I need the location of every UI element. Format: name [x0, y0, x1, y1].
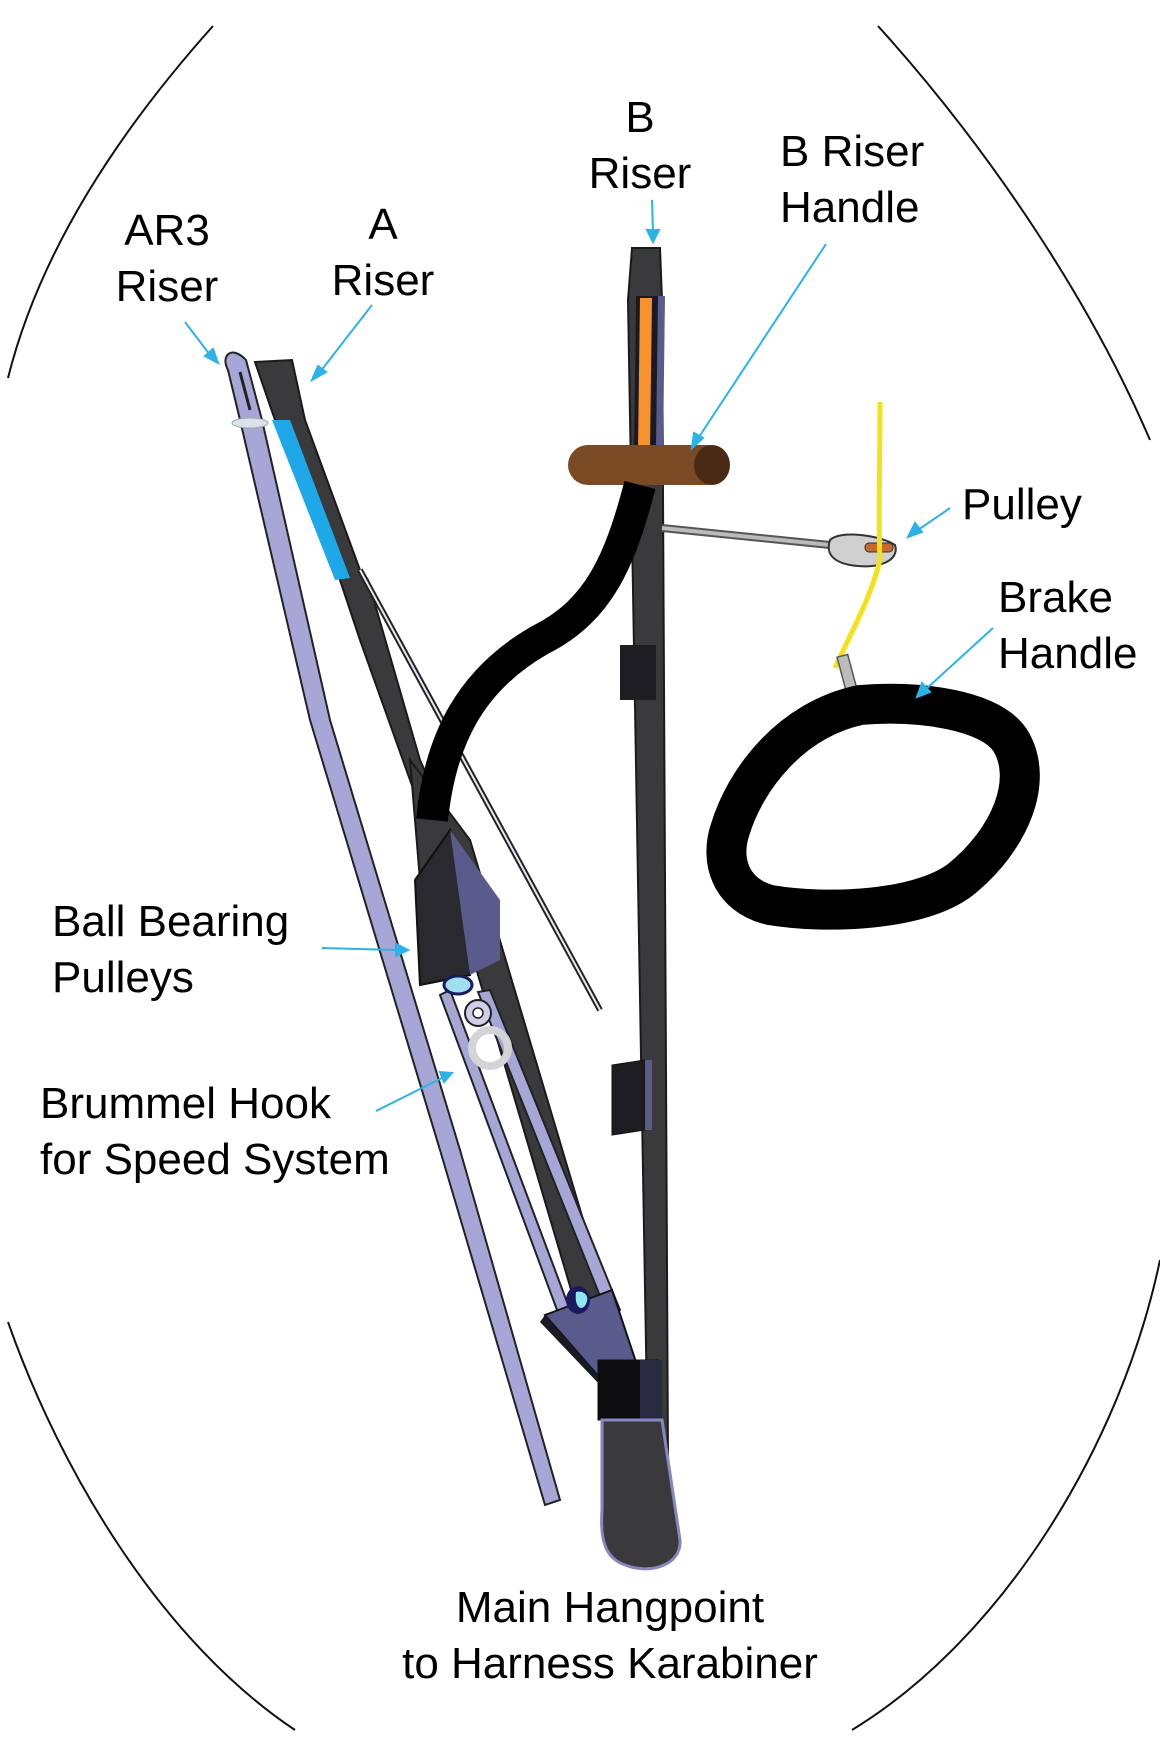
label-brake-handle: Brake Handle — [998, 570, 1137, 682]
label-main-hangpoint-line-2: to Harness Karabiner — [402, 1639, 818, 1688]
label-ar3-riser-line-1: AR3 — [124, 206, 210, 255]
label-a-riser-line-2: Riser — [331, 256, 435, 305]
label-b-riser: B Riser — [575, 90, 705, 202]
label-ball-bearing-pulleys-line-1: Ball Bearing — [52, 897, 290, 946]
arrow-brummel-hook — [375, 1070, 455, 1112]
label-main-hangpoint-line-1: Main Hangpoint — [455, 1583, 765, 1632]
brummel-hook-shape — [468, 1026, 512, 1070]
arrow-b-riser — [645, 199, 661, 245]
label-b-riser-handle-line-1: B Riser — [780, 127, 925, 176]
label-a-riser-line-1: A — [368, 200, 398, 249]
label-a-riser: A Riser — [318, 197, 448, 309]
frame-arc-top-left — [7, 25, 214, 379]
label-brummel-hook-line-2: for Speed System — [40, 1135, 390, 1184]
arrow-pulley — [905, 507, 951, 539]
pulley-shape — [661, 524, 897, 568]
label-b-riser-handle: B Riser Handle — [780, 124, 924, 236]
arrow-brake-handle — [915, 627, 994, 699]
label-pulley-line-1: Pulley — [962, 480, 1082, 529]
label-main-hangpoint: Main Hangpoint to Harness Karabiner — [360, 1580, 860, 1692]
label-ball-bearing-pulleys-line-2: Pulleys — [52, 953, 194, 1002]
frame-arc-top-right — [877, 25, 1151, 441]
label-ball-bearing-pulleys: Ball Bearing Pulleys — [52, 894, 289, 1006]
main-hangpoint-shape — [540, 1286, 682, 1571]
b-riser-shape — [611, 247, 670, 1464]
label-brummel-hook: Brummel Hook for Speed System — [40, 1076, 390, 1188]
brake-line — [832, 401, 883, 670]
b-riser-s-strap — [416, 480, 656, 822]
label-b-riser-handle-line-2: Handle — [780, 183, 920, 232]
label-brummel-hook-line-1: Brummel Hook — [40, 1079, 331, 1128]
label-b-riser-line-2: Riser — [588, 149, 692, 198]
brake-handle-shape — [706, 683, 1040, 930]
leader-arrows — [184, 199, 994, 1112]
label-brake-handle-line-1: Brake — [998, 573, 1113, 622]
frame-arc-bottom-right — [851, 1259, 1160, 1731]
arrow-ar3-riser — [184, 321, 220, 366]
label-b-riser-line-1: B — [625, 93, 655, 142]
arrow-ball-bearing-pulleys — [321, 942, 411, 958]
label-brake-handle-line-2: Handle — [998, 629, 1138, 678]
ball-bearing-pulleys-shape — [442, 974, 492, 1027]
arrow-b-riser-handle — [690, 243, 827, 451]
ar3-riser-shape — [224, 351, 562, 1507]
b-riser-handle-shape — [568, 445, 730, 485]
label-pulley: Pulley — [962, 477, 1082, 533]
frame-arc-bottom-left — [7, 1321, 296, 1731]
label-ar3-riser-line-2: Riser — [115, 262, 219, 311]
label-ar3-riser: AR3 Riser — [102, 203, 232, 315]
arrow-a-riser — [309, 304, 373, 383]
